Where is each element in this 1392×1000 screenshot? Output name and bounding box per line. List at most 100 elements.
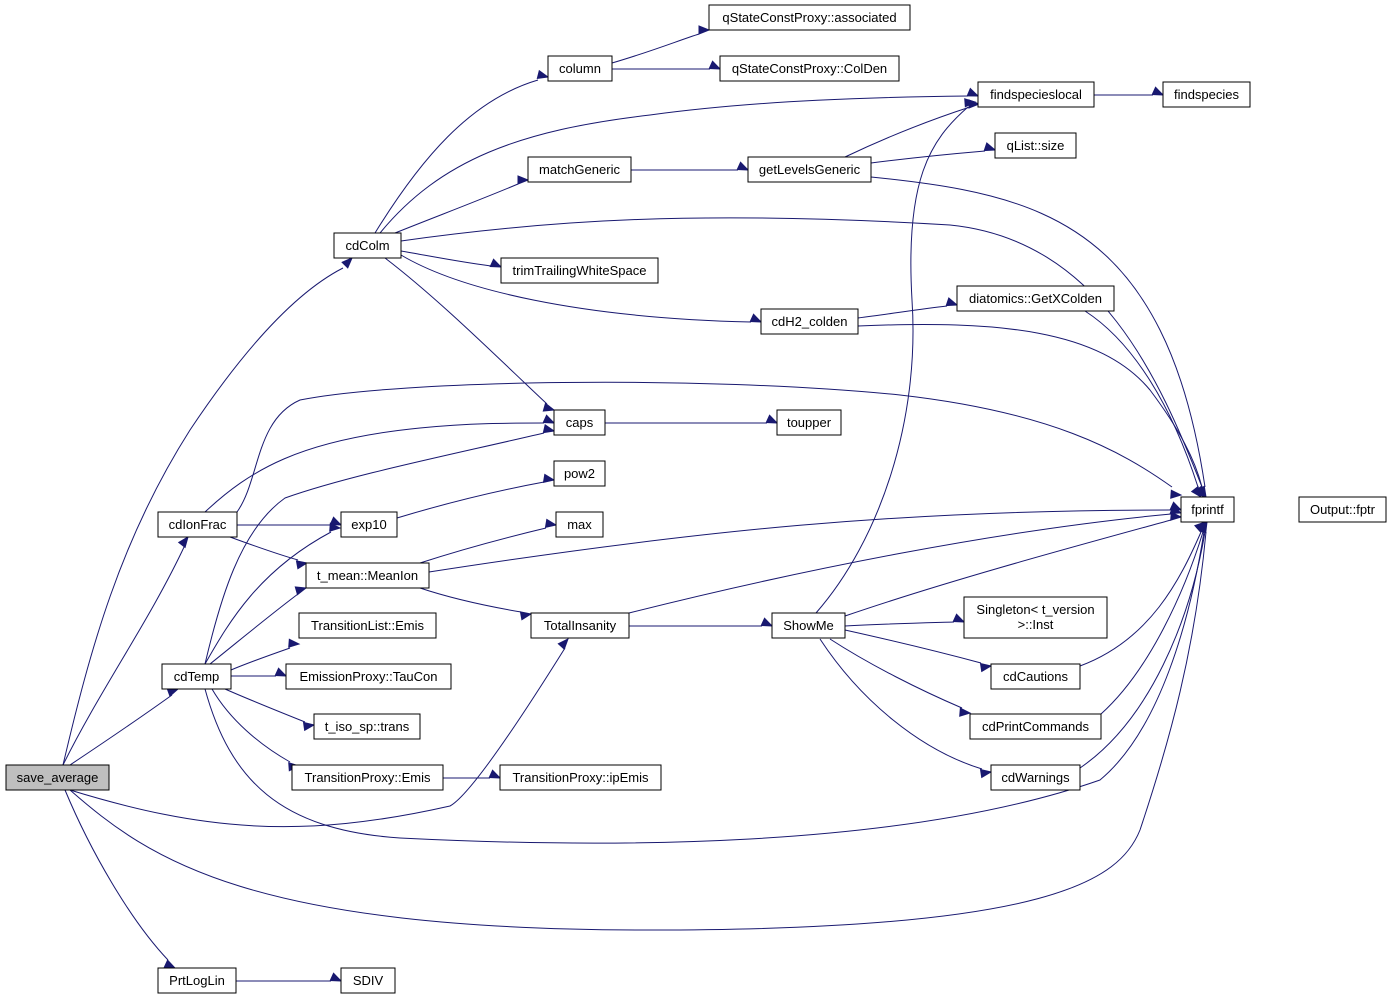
node-cdTemp-label[interactable]: cdTemp [174,669,220,684]
node-findspecies-label[interactable]: findspecies [1174,87,1240,102]
node-tIsoTrans-label[interactable]: t_iso_sp::trans [325,719,410,734]
node-qListSize-label[interactable]: qList::size [1007,138,1065,153]
node-diatomicsGetX-box[interactable] [956,285,1115,312]
node-trimTrailing-label[interactable]: trimTrailingWhiteSpace [513,263,647,278]
arrowhead [708,60,722,70]
node-transProxyEmis-label[interactable]: TransitionProxy::Emis [305,770,431,785]
arrowhead [329,516,343,526]
edge-line [396,481,545,519]
node-max-label[interactable]: max [567,517,592,532]
node-transProxyEmis-box[interactable] [291,764,444,791]
node-getLevelsGeneric-label[interactable]: getLevelsGeneric [759,162,861,177]
node-getLevelsGeneric-box[interactable] [747,156,872,183]
edge-cdTemp-transProxyEmis [211,688,301,772]
node-save_average-box[interactable] [5,764,110,791]
node-matchGeneric-label[interactable]: matchGeneric [539,162,620,177]
node-findspecieslocal-label[interactable]: findspecieslocal [990,87,1082,102]
edge-tMeanIon-max [419,518,558,564]
node-cdTemp-box[interactable] [161,663,232,690]
node-toupper-label[interactable]: toupper [787,415,832,430]
arrowhead [1195,520,1207,534]
node-sdiv-label[interactable]: SDIV [353,973,384,988]
node-findspecieslocal-box[interactable] [977,81,1095,108]
node-cdH2_colden-label[interactable]: cdH2_colden [772,314,848,329]
node-exp10-box[interactable] [340,511,398,538]
edge-save_average-prtLogLin [64,789,177,969]
edge-cdH2_colden-fprintf [857,323,1205,499]
edge-getLevelsGeneric-qListSize [870,142,997,164]
node-qStateAssoc-label[interactable]: qStateConstProxy::associated [722,10,896,25]
node-diatomicsGetX-label[interactable]: diatomics::GetXColden [969,291,1102,306]
node-column-label[interactable]: column [559,61,601,76]
edge-line [419,527,547,564]
arrowhead [542,414,556,424]
node-findspecies-box[interactable] [1162,81,1251,108]
node-emissionTauCon-box[interactable] [285,663,452,690]
arrowhead [542,473,556,483]
node-cdH2_colden-box[interactable] [760,308,859,335]
edge-getLevelsGeneric-fprintf [870,176,1207,499]
node-cdIonFrac-label[interactable]: cdIonFrac [169,517,227,532]
node-cdColm-box[interactable] [333,232,402,259]
edge-line [628,513,1172,614]
edge-line [829,638,963,709]
node-fprintf-label[interactable]: fprintf [1191,502,1224,517]
arrowhead [698,25,711,35]
node-pow2-box[interactable] [553,460,606,487]
node-column-box[interactable] [547,55,613,82]
node-showMe-label[interactable]: ShowMe [783,618,834,633]
node-cdCautions-box[interactable] [990,663,1081,690]
node-caps-box[interactable] [553,409,606,436]
node-singletonInst2-label[interactable]: >::Inst [1018,617,1054,632]
edge-cdPrintCommands-fprintf [1100,521,1208,715]
node-transProxyIpEmis-box[interactable] [499,764,662,791]
arrowhead [959,707,972,717]
node-cdWarnings-box[interactable] [990,764,1081,791]
node-cdWarnings-label[interactable]: cdWarnings [1001,770,1070,785]
node-caps-label[interactable]: caps [566,415,594,430]
node-trimTrailing-box[interactable] [500,257,659,284]
node-fprintf-box[interactable] [1180,496,1235,523]
arrowhead [1169,504,1183,514]
arrowhead [295,560,309,570]
node-qListSize-box[interactable] [994,132,1077,159]
node-tMeanIon-box[interactable] [305,562,430,589]
node-outputFptr-label[interactable]: Output::fptr [1310,502,1376,517]
node-singletonInst1-label[interactable]: Singleton< t_version [976,602,1094,617]
node-totalInsanity-box[interactable] [530,612,630,639]
node-qStateColDen-label[interactable]: qStateConstProxy::ColDen [732,61,887,76]
edge-line [62,267,344,766]
node-exp10-label[interactable]: exp10 [351,517,386,532]
node-sdiv-box[interactable] [340,967,396,994]
arrowhead [519,611,533,621]
node-transListEmis-box[interactable] [298,612,437,639]
edge-cdTemp-exp10 [204,522,342,665]
edge-line [69,694,173,766]
arrowhead [765,414,779,424]
node-cdPrintCommands-label[interactable]: cdPrintCommands [982,719,1089,734]
node-emissionTauCon-label[interactable]: EmissionProxy::TauCon [300,669,438,684]
node-pow2-label[interactable]: pow2 [564,466,595,481]
node-max-box[interactable] [555,511,604,538]
edge-save_average-cdIonFrac [62,535,189,766]
node-matchGeneric-box[interactable] [527,156,632,183]
node-cdCautions-label[interactable]: cdCautions [1003,669,1069,684]
node-tMeanIon-label[interactable]: t_mean::MeanIon [317,568,418,583]
node-qStateAssoc-box[interactable] [708,4,911,31]
node-cdIonFrac-box[interactable] [157,511,238,538]
node-prtLogLin-label[interactable]: PrtLogLin [169,973,225,988]
node-toupper-box[interactable] [776,409,842,436]
node-transProxyIpEmis-label[interactable]: TransitionProxy::ipEmis [512,770,649,785]
node-totalInsanity-label[interactable]: TotalInsanity [544,618,617,633]
edge-cdColm-matchGeneric [394,175,530,234]
node-transListEmis-label[interactable]: TransitionList::Emis [311,618,424,633]
node-cdColm-label[interactable]: cdColm [345,238,389,253]
node-singletonInst-box[interactable] [963,596,1108,639]
node-cdPrintCommands-box[interactable] [969,713,1102,740]
node-save_average-label[interactable]: save_average [17,770,99,785]
node-prtLogLin-box[interactable] [157,967,237,994]
node-outputFptr-box[interactable] [1298,496,1387,523]
node-qStateColDen-box[interactable] [719,55,900,82]
node-tIsoTrans-box[interactable] [313,713,421,740]
node-showMe-box[interactable] [771,612,846,639]
